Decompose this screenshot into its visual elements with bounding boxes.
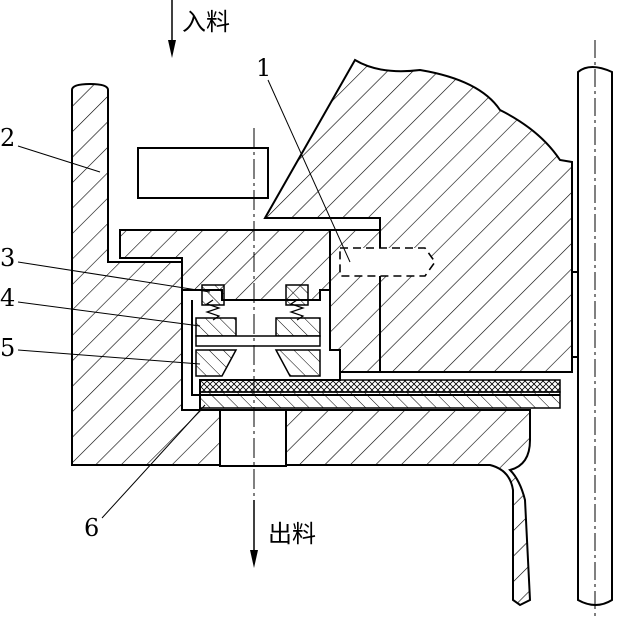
upper-right-body	[263, 58, 573, 373]
spring-right	[289, 299, 305, 321]
leader-6	[101, 404, 206, 519]
part-4-label: 4	[0, 284, 15, 312]
part-3-label: 3	[0, 244, 15, 272]
leader-3	[17, 261, 211, 293]
left-housing	[71, 82, 532, 607]
plate-6-bottom	[199, 391, 561, 409]
leader-1	[267, 79, 351, 263]
spring-cup-left	[201, 284, 225, 306]
leader-4	[17, 301, 201, 327]
seal-plate	[195, 335, 321, 347]
spring-cup-right	[285, 284, 309, 306]
inlet-label: 入料	[182, 8, 230, 36]
part-5-label: 5	[0, 334, 15, 362]
part-2-label: 2	[0, 124, 15, 152]
outlet-arrow-head	[250, 550, 258, 568]
seal-ring-left	[195, 317, 237, 337]
ring-5-right	[274, 349, 321, 377]
leader-5	[17, 349, 201, 365]
part-6-label: 6	[84, 514, 99, 542]
outlet-hole	[219, 409, 287, 467]
ring-5-left	[195, 349, 238, 377]
leader-2	[17, 145, 101, 173]
dashed-pin	[339, 247, 436, 277]
outlet-label: 出料	[268, 520, 316, 548]
inlet-arrow-head	[168, 40, 176, 58]
seal-ring-right	[275, 317, 321, 337]
part-1-label: 1	[256, 54, 271, 82]
spring-left	[205, 299, 221, 321]
top-block	[137, 147, 269, 199]
